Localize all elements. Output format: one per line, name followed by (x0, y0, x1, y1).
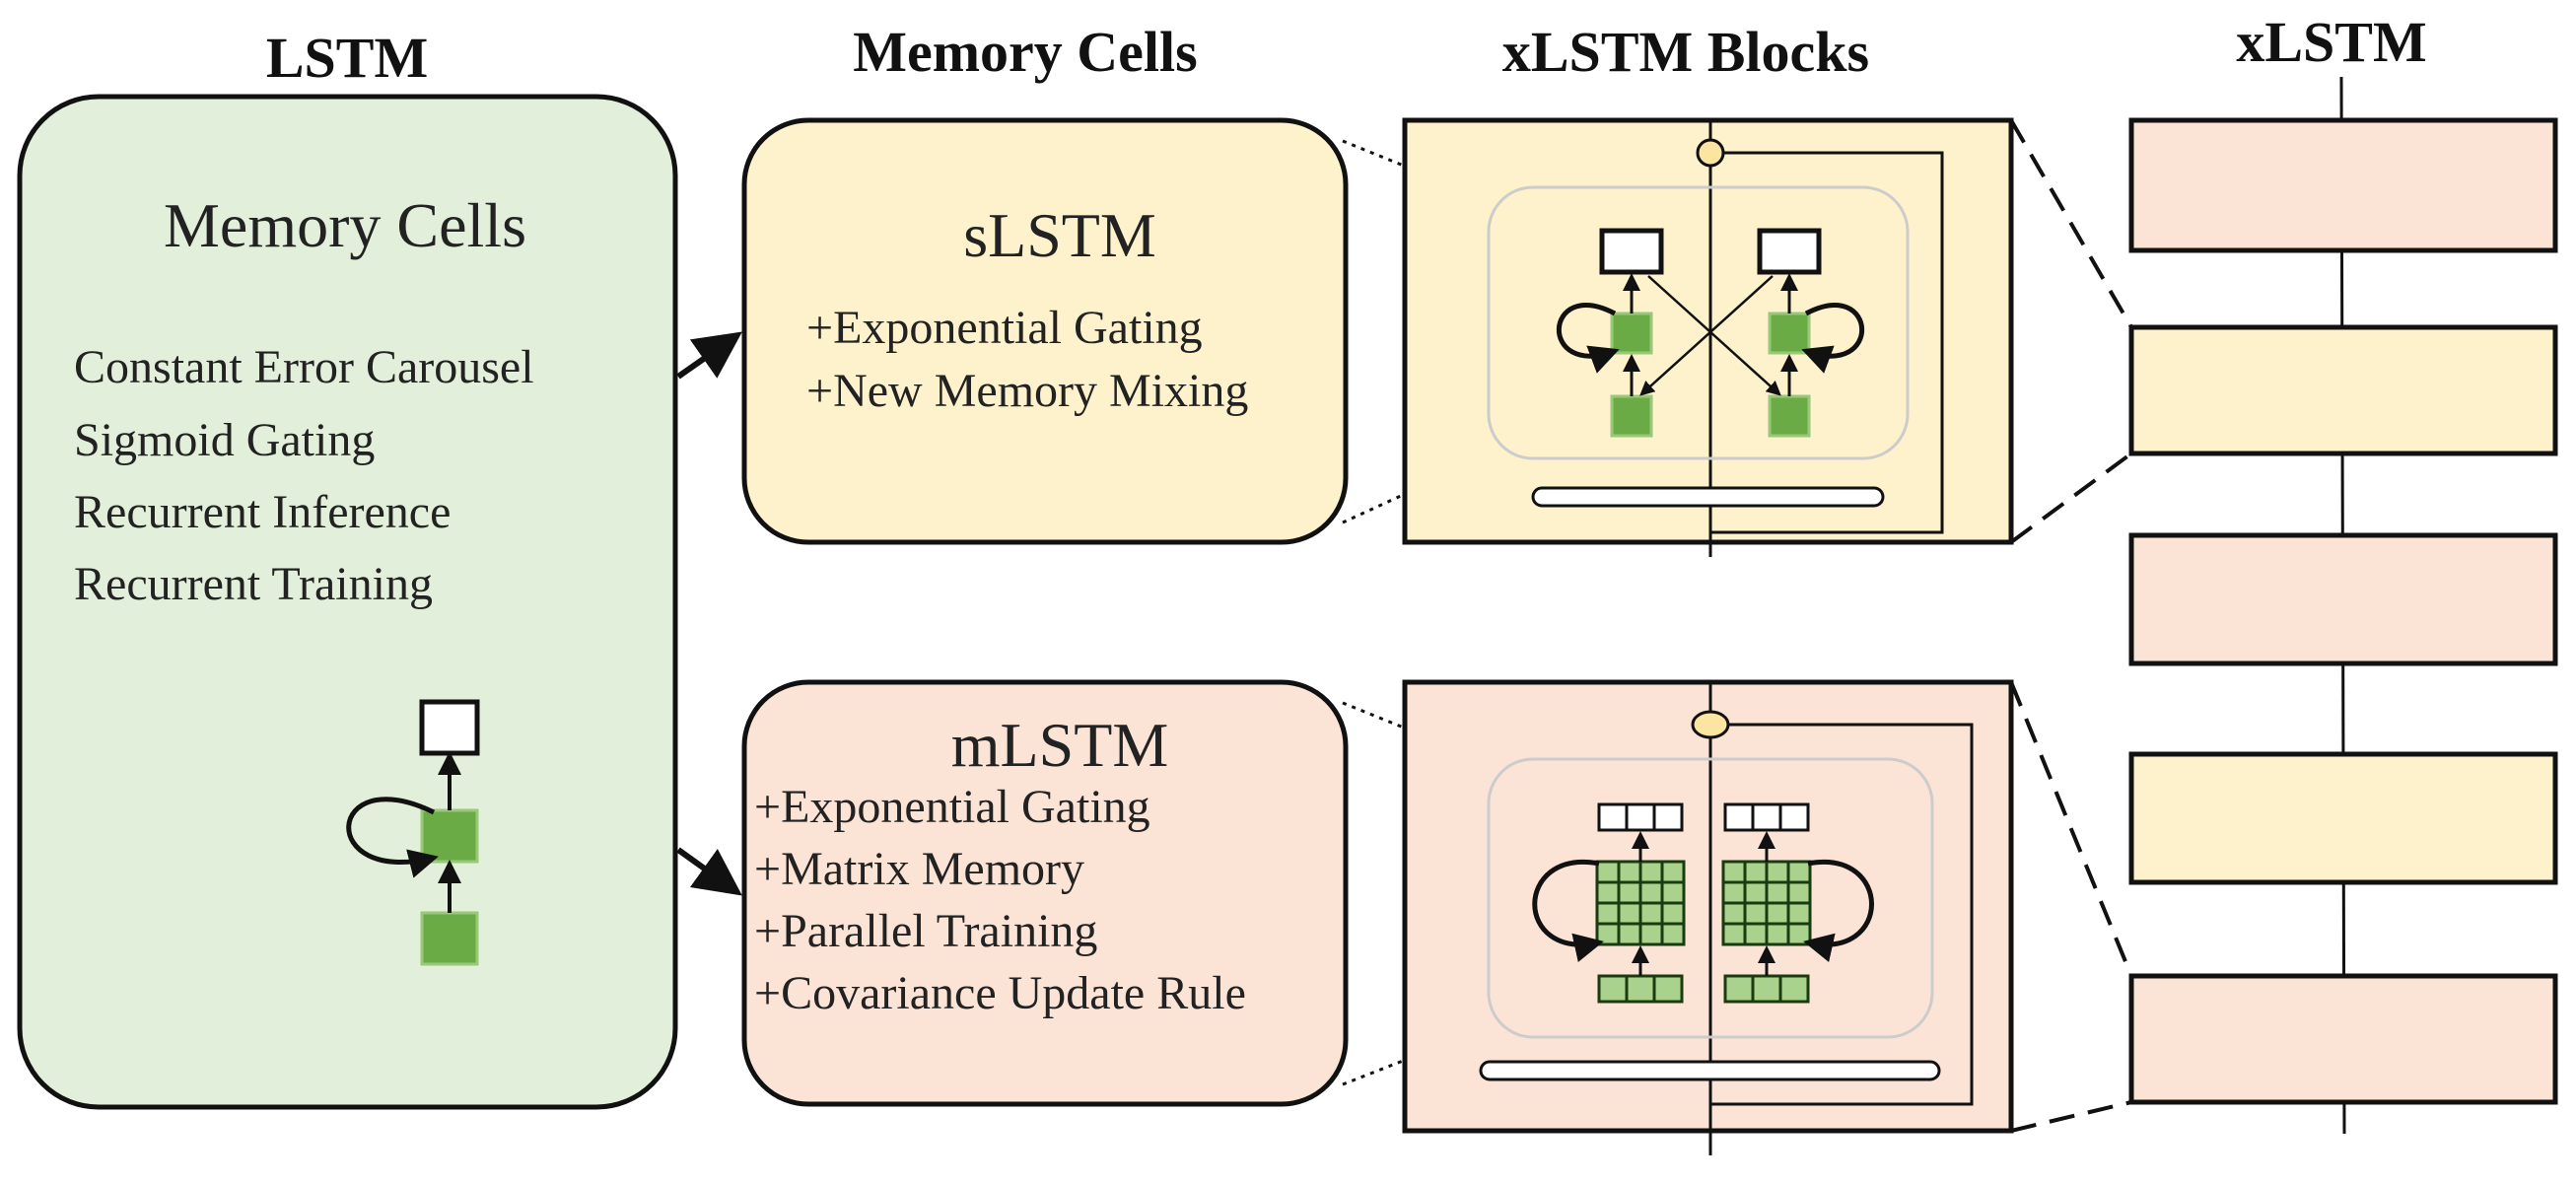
lstm-panel-title: Memory Cells (164, 190, 526, 260)
lstm-cell-icon (346, 699, 480, 966)
slstm-block-zoom-line-top (2009, 118, 2133, 329)
mlstm-block-zoom-line-bottom (2010, 1100, 2132, 1133)
inner-cell-frame (1487, 185, 1910, 460)
stack-block-mlstm-2 (2128, 532, 2558, 666)
slstm-block (1402, 117, 2014, 557)
skip-connection (1710, 151, 1944, 534)
stack-block-mlstm-3 (2128, 973, 2558, 1105)
lstm-item-0: Constant Error Carousel (74, 341, 534, 393)
mlstm-panel (741, 679, 1349, 1107)
header-xlstm: xLSTM (2236, 10, 2426, 74)
mlstm-item-3: +Covariance Update Rule (754, 967, 1246, 1019)
mlstm-block (1402, 679, 2014, 1155)
memory-cell-square (420, 808, 479, 864)
header-memory-cells: Memory Cells (853, 20, 1197, 84)
lstm-panel (17, 94, 678, 1110)
output-box (419, 699, 480, 756)
lstm-item-1: Sigmoid Gating (74, 414, 375, 466)
gate-dot (1691, 710, 1730, 739)
mlstm-cell-left (1532, 802, 1686, 1004)
layer-norm-bar (1531, 486, 1885, 508)
slstm-input-left (1610, 394, 1653, 438)
arrow-to-slstm (676, 331, 742, 380)
arrow-to-mlstm (676, 847, 742, 896)
inner-cell-frame (1487, 757, 1934, 1039)
slstm-output-right (1757, 228, 1822, 275)
mlstm-block-zoom-line-top (2009, 681, 2133, 977)
slstm-output-left (1599, 228, 1664, 275)
mlstm-panel-title: mLSTM (951, 710, 1168, 780)
slstm-panel (741, 117, 1349, 545)
mlstm-item-2: +Parallel Training (754, 905, 1097, 957)
input-cell-square (420, 911, 479, 966)
slstm-input-right (1768, 394, 1811, 438)
stack-block-slstm-2 (2128, 751, 2558, 885)
mlstm-cell-right (1721, 802, 1874, 1004)
stack-block-mlstm-1 (2128, 117, 2558, 253)
skip-connection (1710, 723, 1974, 1106)
slstm-memory-left (1610, 312, 1653, 355)
slstm-memory-right (1768, 312, 1811, 355)
slstm-item-0: +Exponential Gating (806, 302, 1203, 354)
recurrent-loop (346, 797, 439, 878)
header-xlstm-blocks: xLSTM Blocks (1502, 20, 1869, 84)
mlstm-item-1: +Matrix Memory (754, 843, 1084, 895)
stack-block-slstm-1 (2128, 324, 2558, 456)
xlstm-stack (2128, 76, 2558, 1135)
slstm-item-1: +New Memory Mixing (806, 365, 1248, 417)
header-lstm: LSTM (266, 26, 428, 90)
lstm-item-2: Recurrent Inference (74, 486, 451, 538)
slstm-panel-title: sLSTM (963, 200, 1156, 270)
gate-dot (1696, 138, 1725, 168)
layer-norm-bar (1479, 1060, 1941, 1081)
mlstm-item-0: +Exponential Gating (754, 781, 1150, 833)
lstm-item-3: Recurrent Training (74, 558, 433, 610)
slstm-block-zoom-line-bottom (2009, 452, 2133, 544)
